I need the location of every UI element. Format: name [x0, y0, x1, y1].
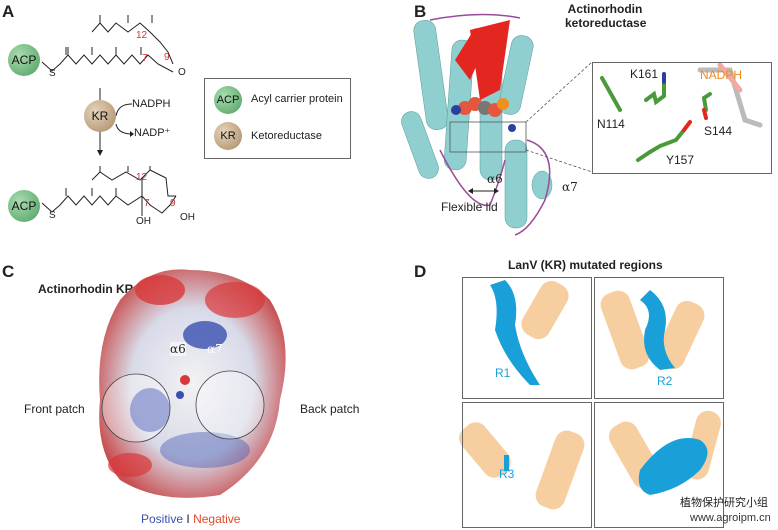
- panel-d-title: LanV (KR) mutated regions: [508, 258, 663, 272]
- region-label-r3: R3: [499, 467, 515, 481]
- region-panel-r3: R3: [462, 402, 592, 528]
- region-label-r4: R4: [655, 471, 671, 485]
- c7-label: 7: [142, 53, 148, 64]
- residue-n114: N114: [597, 117, 625, 131]
- panel-b-title-line2: ketoreductase: [565, 16, 647, 30]
- region-panel-r1: R1: [462, 277, 592, 399]
- panel-b-title-line1: Actinorhodin: [567, 2, 643, 16]
- region-panel-r4: R4: [594, 402, 724, 528]
- sulfur-label-bottom: S: [49, 210, 56, 221]
- acp-sphere-top: ACP: [8, 44, 40, 76]
- legend-acp-sphere: ACP: [214, 86, 242, 114]
- c12-label-bottom: 12: [136, 172, 148, 183]
- back-patch-label: Back patch: [300, 402, 360, 416]
- kr-ribbon-structure: [401, 13, 763, 236]
- c12-label: 12: [136, 30, 148, 41]
- residue-s144: S144: [704, 124, 733, 138]
- acp-sphere-bottom: ACP: [8, 190, 40, 222]
- panel-c-letter: C: [2, 262, 15, 281]
- legend-negative: Negative: [193, 512, 241, 526]
- region-label-r2: R2: [657, 374, 673, 388]
- legend-positive: Positive: [141, 512, 184, 526]
- alpha6-surface-label: α6: [170, 342, 186, 356]
- alpha7-label: α7: [562, 180, 578, 194]
- panel-d-letter: D: [414, 262, 427, 281]
- panel-a-letter: A: [2, 2, 15, 21]
- panel-a-legend: ACP Acyl carrier protein KR Ketoreductas…: [204, 78, 351, 159]
- watermark-url: www.agroipm.cn: [690, 512, 771, 524]
- legend-kr-sphere: KR: [214, 122, 242, 150]
- panel-b-letter: B: [414, 2, 427, 21]
- oxygen-label: O: [178, 67, 186, 78]
- panel-c-title: Actinorhodin KR: [38, 282, 134, 296]
- watermark-text: 植物保护研究小组: [680, 496, 768, 509]
- active-site-inset: [592, 62, 772, 174]
- oh-label-c7: OH: [136, 216, 151, 227]
- oh-label-c9: OH: [180, 212, 195, 223]
- front-patch-label: Front patch: [24, 402, 85, 416]
- panel-b-title: Actinorhodin ketoreductase: [565, 2, 647, 30]
- flexible-lid-label: Flexible lid: [441, 200, 498, 214]
- sulfur-label: S: [49, 68, 56, 79]
- kr-sphere: KR: [84, 100, 116, 132]
- residue-y157: Y157: [666, 153, 695, 167]
- residue-k161: K161: [630, 67, 659, 81]
- region-panel-r2: R2: [594, 277, 724, 399]
- alpha7-surface-label: α7: [207, 342, 223, 356]
- region-label-r1: R1: [495, 366, 511, 380]
- legend-acp-label: Acyl carrier protein: [251, 93, 343, 105]
- c9-label: 9: [164, 52, 170, 63]
- electrostatic-surface: [99, 269, 286, 498]
- nadph-label: NADPH: [132, 98, 171, 110]
- c9-label-bottom: 9: [170, 198, 176, 209]
- nadp-label: NADP⁺: [134, 127, 171, 139]
- c7-label-bottom: 7: [144, 198, 150, 209]
- nadph-inset-label: NADPH: [700, 68, 743, 82]
- alpha6-label: α6: [487, 172, 503, 186]
- charge-legend: Positive I Negative: [141, 512, 240, 526]
- legend-kr-label: Ketoreductase: [251, 130, 322, 142]
- legend-separator: I: [186, 512, 190, 526]
- polyketide-reaction-scheme: [41, 15, 177, 216]
